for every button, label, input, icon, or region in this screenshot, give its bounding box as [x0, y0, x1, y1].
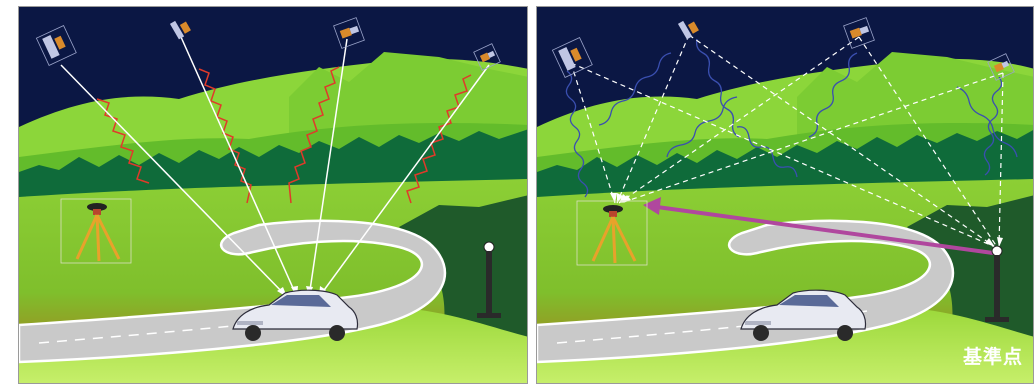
base-station-label: 基準点 [963, 342, 1023, 369]
right-scene [537, 7, 1034, 384]
left-scene [19, 7, 528, 384]
right-panel-relative-positioning: 基準点 [536, 6, 1034, 384]
left-panel-direct-positioning [18, 6, 528, 384]
